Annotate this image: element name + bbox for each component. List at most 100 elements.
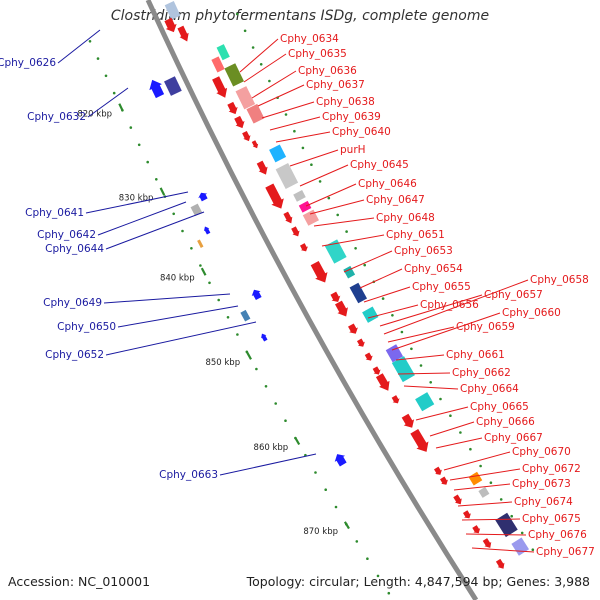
tick-dot xyxy=(137,143,141,147)
gene-arrow xyxy=(283,211,293,224)
gene-arrow xyxy=(234,115,245,129)
gene-feature-box xyxy=(385,344,404,363)
gene-label: Cphy_0647 xyxy=(366,194,425,206)
tick-dot xyxy=(104,74,108,78)
leader-line xyxy=(239,38,279,73)
tick-dot xyxy=(88,40,92,43)
leader-line xyxy=(397,372,451,375)
tick-dot xyxy=(217,298,220,302)
gene-box-shape xyxy=(164,1,181,20)
leader-line xyxy=(309,199,365,215)
gene-arrow xyxy=(330,291,341,302)
gene-arrow-shape xyxy=(335,300,348,317)
leader-line xyxy=(219,453,317,476)
gene-label: Cphy_0636 xyxy=(298,65,357,77)
gene-arrow xyxy=(410,428,429,452)
major-tick xyxy=(118,103,124,112)
gene-box-shape xyxy=(468,471,483,486)
gene-arrow xyxy=(364,352,373,361)
gene-arrow-shape xyxy=(372,366,381,375)
leader-line xyxy=(367,304,419,319)
tick-dot xyxy=(259,63,263,66)
kbp-label: 870 kbp xyxy=(303,527,338,537)
tick-dot xyxy=(429,381,433,384)
tick-dot xyxy=(301,146,305,150)
gene-feature-box xyxy=(495,512,518,538)
tick-dot xyxy=(400,330,404,334)
gene-box-shape xyxy=(391,356,415,383)
gene-arrow-shape xyxy=(265,183,284,209)
tick-dot xyxy=(419,364,423,367)
leader-line xyxy=(387,326,455,343)
gene-arrow xyxy=(212,76,228,98)
gene-arrow-shape xyxy=(364,352,373,361)
leader-line xyxy=(403,385,459,390)
tick-dot xyxy=(190,247,193,250)
gene-feature-box xyxy=(511,537,530,556)
tick-dot xyxy=(376,574,380,578)
tick-dot xyxy=(314,471,317,474)
tick-dot xyxy=(336,213,340,217)
major-tick xyxy=(246,351,252,360)
tick-dot xyxy=(208,281,211,285)
gene-box-shape xyxy=(478,486,490,498)
gene-label: Cphy_0650 xyxy=(57,321,116,333)
gene-arrow-shape xyxy=(291,226,300,237)
gene-feature-box xyxy=(164,76,182,96)
kbp-label: 820 kbp xyxy=(77,109,112,119)
gene-arrow xyxy=(256,160,268,175)
tick-dot xyxy=(459,431,462,434)
leader-line xyxy=(391,312,501,351)
gene-feature-box xyxy=(190,203,203,217)
gene-feature-box xyxy=(478,486,490,498)
gene-box-shape xyxy=(511,537,530,556)
gene-arrow-shape xyxy=(391,395,400,404)
gene-label: Cphy_0656 xyxy=(420,299,479,311)
leader-line xyxy=(269,116,321,131)
gene-box-shape xyxy=(211,56,225,73)
gene-box-shape xyxy=(269,144,287,163)
gene-box-shape xyxy=(362,306,379,323)
leader-line xyxy=(395,354,445,361)
tick-dot xyxy=(387,591,391,595)
gene-arrow-shape xyxy=(251,289,262,301)
gene-label: Cphy_0662 xyxy=(452,367,511,379)
gene-label: Cphy_0639 xyxy=(322,111,381,123)
leader-line xyxy=(117,305,239,328)
gene-label: Cphy_0652 xyxy=(45,349,104,361)
gene-box-shape xyxy=(275,163,299,189)
gene-arrow-shape xyxy=(177,25,189,42)
leader-line xyxy=(103,293,231,304)
gene-feature-box xyxy=(324,239,347,264)
gene-feature-box xyxy=(468,471,483,486)
kbp-label: 830 kbp xyxy=(119,194,154,204)
leader-line xyxy=(305,183,357,207)
gene-arrow-shape xyxy=(164,17,177,33)
gene-box-shape xyxy=(302,209,320,226)
gene-arrow xyxy=(261,333,268,342)
leader-line xyxy=(435,437,483,449)
leader-line xyxy=(105,211,205,250)
gene-label: Cphy_0661 xyxy=(446,349,505,361)
gene-box-shape xyxy=(495,512,518,538)
tick-dot xyxy=(318,180,322,183)
leader-line xyxy=(105,321,257,356)
gene-arrow-shape xyxy=(234,115,245,129)
gene-arrow-shape xyxy=(356,338,365,347)
gene-arrow xyxy=(391,395,400,404)
leader-line xyxy=(415,406,469,421)
tick-dot xyxy=(479,464,482,468)
tick-dot xyxy=(268,79,271,83)
leader-line xyxy=(465,533,527,536)
tick-dot xyxy=(334,505,338,509)
gene-feature-box xyxy=(211,56,225,73)
leader-line xyxy=(471,547,535,553)
tick-dot xyxy=(146,160,149,164)
gene-label: Cphy_0670 xyxy=(512,446,571,458)
gene-arrow xyxy=(401,413,415,428)
gene-arrow-shape xyxy=(256,160,268,175)
gene-arrow xyxy=(164,17,177,33)
tick-dot xyxy=(489,481,493,485)
gene-arrow xyxy=(482,538,492,548)
gene-label: Cphy_0657 xyxy=(484,289,543,301)
